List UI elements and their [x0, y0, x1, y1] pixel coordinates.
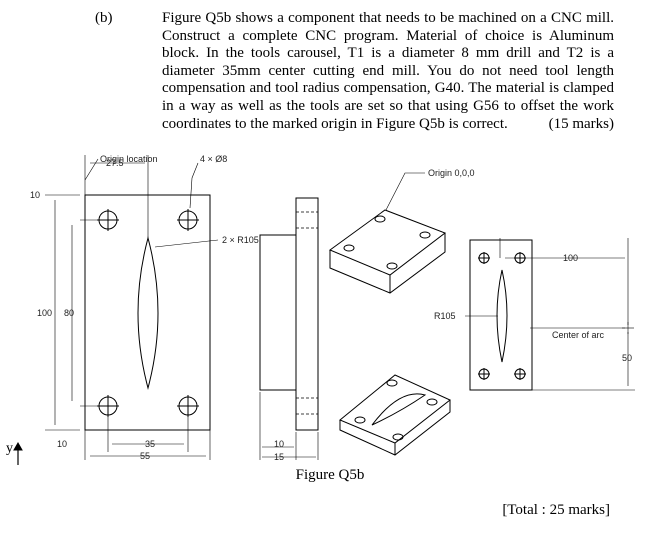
axis-y-label: y	[6, 441, 13, 456]
dim-arc-center-x: 100	[563, 253, 578, 263]
question-label: (b)	[95, 10, 113, 26]
label-origin-000: Origin 0,0,0	[428, 168, 475, 178]
dim-thickness-15: 15	[274, 452, 284, 462]
question-body: Figure Q5b shows a component that needs …	[162, 10, 614, 132]
iso-view-bottom	[339, 374, 451, 456]
lens-slot	[137, 236, 159, 390]
dim-width-total: 55	[140, 451, 150, 461]
front-view-outline	[84, 194, 211, 431]
dim-height-total: 100	[37, 308, 52, 318]
hole-bottom-left	[97, 395, 119, 417]
hole-top-left	[97, 209, 119, 231]
label-r105: R105	[434, 311, 456, 321]
iso-view-top	[328, 209, 447, 294]
label-center-of-arc: Center of arc	[552, 330, 605, 340]
total-marks: [Total : 25 marks]	[502, 502, 610, 518]
question-marks: (15 marks)	[548, 115, 614, 132]
dim-arc-center-y: 50	[622, 353, 632, 363]
hole-top-right	[177, 209, 199, 231]
dim-thickness-10: 10	[274, 439, 284, 449]
dim-hole-spacing-v: 80	[64, 308, 74, 318]
label-holes: 4 × Ø8	[200, 154, 227, 164]
small-lens-slot	[496, 269, 508, 363]
technical-drawing: Origin location 4 × Ø8 2 × R105 Origin 0…	[6, 154, 635, 465]
figure-caption: Figure Q5b	[295, 467, 365, 483]
side-view-flange	[295, 197, 319, 431]
dim-top-left: 10	[30, 190, 40, 200]
label-origin-location: Origin location	[100, 154, 158, 164]
dim-hole-spacing-h: 35	[145, 439, 155, 449]
small-view-outline	[469, 239, 533, 391]
side-view-body	[259, 234, 297, 391]
question-text: Figure Q5b shows a component that needs …	[162, 10, 614, 133]
dim-width-to-hole: 27.5	[106, 158, 124, 168]
dim-bottom-left: 10	[57, 439, 67, 449]
hole-bottom-right	[177, 395, 199, 417]
label-arcs: 2 × R105	[222, 235, 259, 245]
